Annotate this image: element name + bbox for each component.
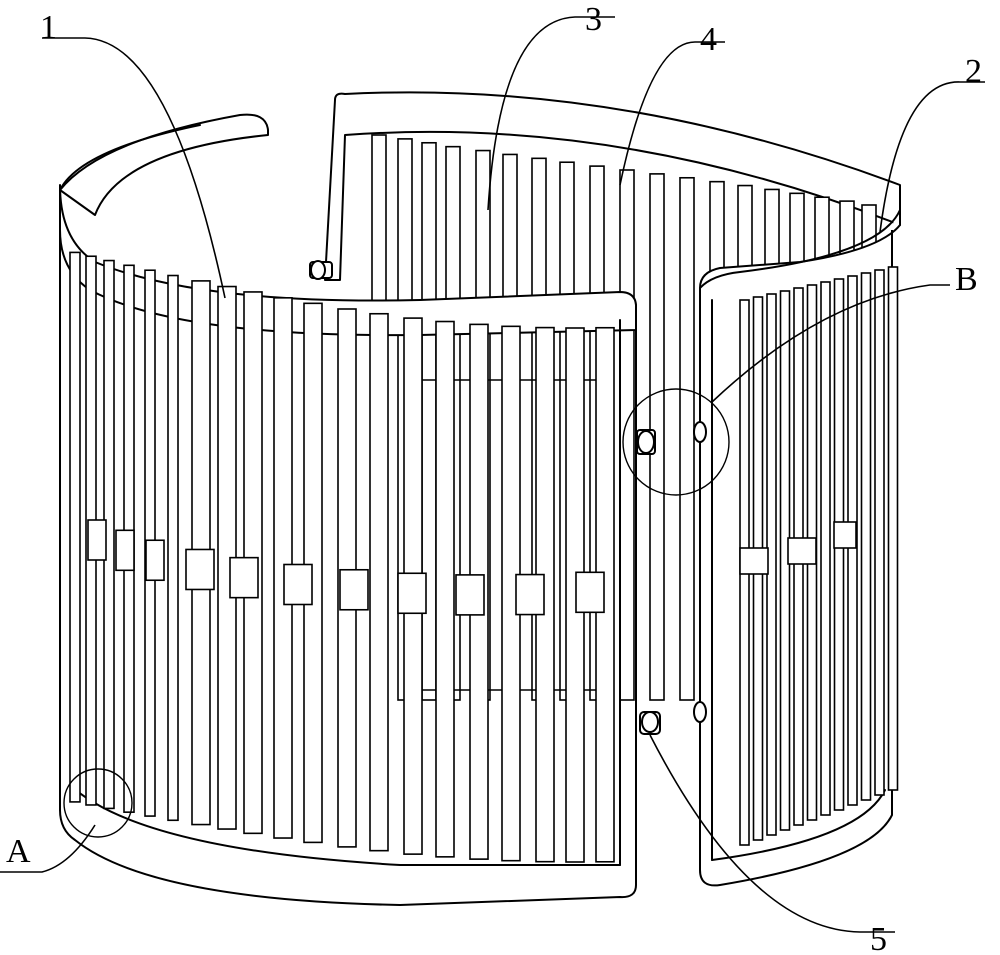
pin-back-bottom <box>639 711 661 735</box>
front-crossbar <box>115 529 135 572</box>
label-part-1: 1 <box>40 9 57 46</box>
front-slat <box>369 312 389 852</box>
detail-circle-b <box>622 388 730 496</box>
label-detail-a: A <box>6 833 31 870</box>
right-slat <box>874 269 885 796</box>
leader-1 <box>42 37 226 299</box>
front-crossbar <box>575 571 605 614</box>
leader-b <box>711 284 950 403</box>
label-part-4: 4 <box>700 21 717 58</box>
right-slat <box>887 266 899 791</box>
right-slat <box>820 281 831 816</box>
right-cage-section <box>693 185 901 887</box>
right-crossbars <box>739 521 857 575</box>
leader-3 <box>487 16 615 211</box>
label-part-3: 3 <box>585 1 602 38</box>
detail-circle-a <box>63 768 133 838</box>
front-crossbars <box>87 519 605 616</box>
front-crossbar <box>397 572 427 615</box>
back-slat <box>619 169 635 701</box>
label-part-5: 5 <box>870 921 887 955</box>
back-slat <box>679 176 695 701</box>
front-crossbar <box>515 573 545 616</box>
front-slat <box>435 320 455 858</box>
front-rim-outer-edge <box>59 124 201 191</box>
front-crossbar <box>229 556 259 599</box>
front-crossbar <box>87 519 107 561</box>
front-crossbar <box>283 563 313 606</box>
back-panel-top-rim <box>324 91 901 281</box>
front-slat <box>69 251 81 803</box>
front-slat <box>167 274 179 822</box>
front-crossbar <box>185 548 215 591</box>
leader-2 <box>879 81 985 233</box>
front-right-frame <box>59 304 637 906</box>
pin-back-middle <box>636 429 656 455</box>
hinge-hole-upper <box>693 421 707 443</box>
hinge-hole-lower <box>693 701 707 723</box>
pin-back-top <box>309 260 333 280</box>
label-part-2: 2 <box>965 53 982 90</box>
label-detail-b: B <box>955 261 978 298</box>
front-back-rim <box>59 113 269 216</box>
back-slat <box>421 141 437 701</box>
right-rim-inner <box>699 209 901 289</box>
right-slat <box>860 272 872 801</box>
leader-5 <box>649 734 895 933</box>
right-base-inner <box>711 789 886 861</box>
front-crossbar <box>339 568 369 611</box>
front-crossbar <box>455 574 485 616</box>
front-crossbar <box>145 539 165 582</box>
leader-4 <box>619 41 725 186</box>
leader-a <box>0 824 96 873</box>
front-cage-section <box>59 113 637 906</box>
